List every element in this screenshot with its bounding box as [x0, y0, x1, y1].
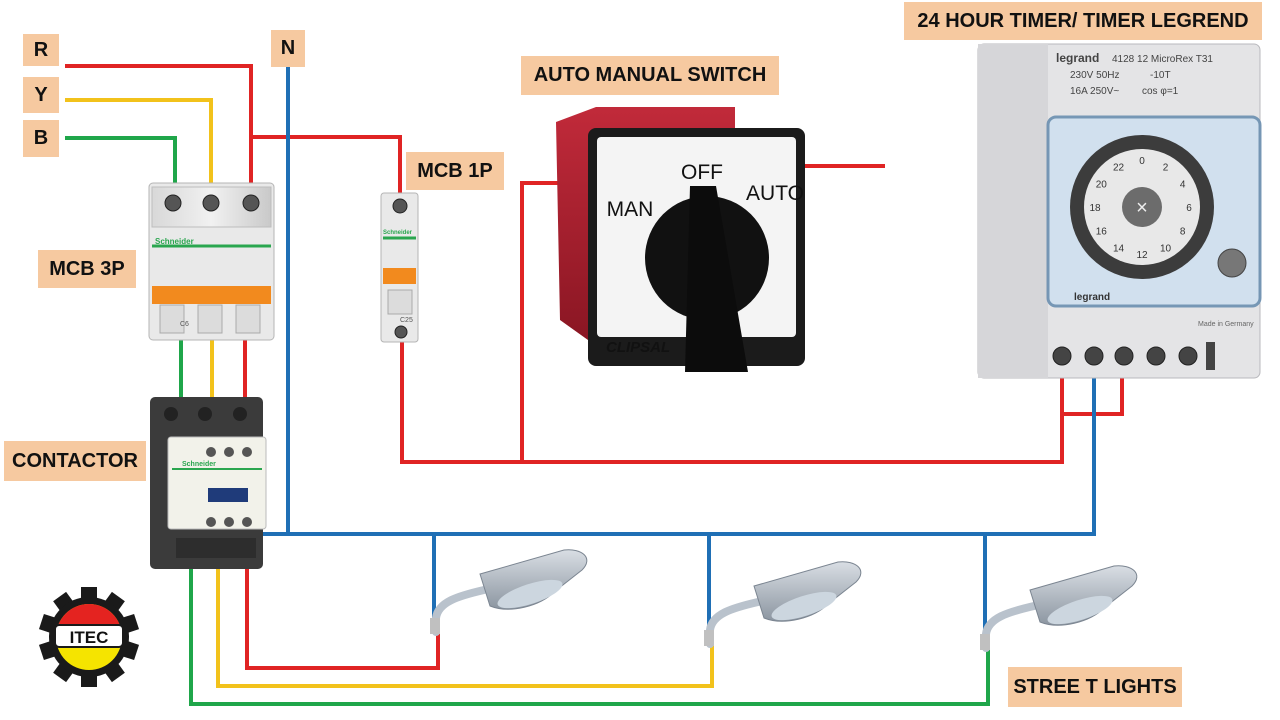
- mcb3p-terminal-3: [242, 194, 260, 212]
- timer-dial-number: 16: [1096, 227, 1108, 238]
- label-r: R: [23, 34, 59, 66]
- switch-label-auto: AUTO: [746, 182, 804, 205]
- timer-dial-number: 12: [1136, 250, 1148, 261]
- label-mcb-1p: MCB 1P: [406, 152, 504, 190]
- timer-dial-number: 10: [1160, 244, 1172, 255]
- timer-dial-number: 14: [1113, 244, 1125, 255]
- timer-dial-number: 8: [1180, 227, 1186, 238]
- wires-yellow: [65, 98, 714, 688]
- timer-made-in: Made in Germany: [1198, 321, 1254, 328]
- timer-brand-bottom: legrand: [1074, 292, 1110, 303]
- label-contactor: CONTACTOR: [4, 441, 146, 481]
- mcb-3p: Schneider C6: [148, 182, 275, 341]
- svg-text:×: ×: [1136, 197, 1148, 219]
- street-light-1: [430, 549, 588, 636]
- street-light-2: [704, 561, 862, 648]
- timer-spec-cos: cos φ=1: [1142, 86, 1179, 97]
- timer-override-knob[interactable]: [1217, 248, 1247, 278]
- contactor-brand: Schneider: [182, 461, 216, 468]
- label-auto-manual-switch: AUTO MANUAL SWITCH: [521, 56, 779, 95]
- mcb1p-brand: Schneider: [383, 230, 413, 236]
- timer-dial-number: 0: [1139, 156, 1145, 167]
- wire-contactor-lamp1: [245, 565, 440, 670]
- timer-dial-numbers: 0 24 6 8 10 12 14 16 18 20 22: [1089, 156, 1192, 261]
- mcb3p-terminal-1: [164, 194, 182, 212]
- contactor: Schneider: [150, 397, 267, 569]
- label-n: N: [271, 30, 305, 67]
- logo-gear-tooth: [103, 661, 125, 683]
- street-light-3: [980, 565, 1138, 652]
- logo-gear-tooth: [53, 661, 75, 683]
- timer-dial-number: 2: [1163, 162, 1169, 173]
- wire-y-phase: [65, 98, 213, 190]
- switch-label-man: MAN: [607, 198, 654, 221]
- timer-terminal-1: [1052, 346, 1072, 366]
- timer-terminal-5: [1178, 346, 1198, 366]
- timer-legrand: legrand 4128 12 MicroRex T31 230V 50Hz -…: [977, 43, 1262, 379]
- timer-dial-number: 20: [1096, 180, 1108, 191]
- switch-brand: CLIPSAL: [606, 339, 670, 356]
- mcb1p-terminal-top: [392, 198, 408, 214]
- wire-mcb1p-feed: [251, 135, 402, 196]
- wire-contactor-lamp3: [189, 565, 990, 706]
- label-timer: 24 HOUR TIMER/ TIMER LEGREND: [904, 2, 1262, 40]
- wire-mcb1p-out: [400, 342, 1064, 464]
- timer-spec-voltage: 230V 50Hz: [1070, 70, 1119, 81]
- timer-dial-number: 18: [1089, 203, 1101, 214]
- mcb1p-terminal-bottom: [394, 325, 408, 339]
- timer-terminal-4: [1146, 346, 1166, 366]
- wire-contactor-lamp2: [216, 565, 714, 688]
- mcb-1p: Schneider C25: [380, 192, 419, 343]
- timer-spec-range: -10T: [1150, 70, 1171, 81]
- timer-dial-number: 4: [1180, 180, 1186, 191]
- timer-brand: legrand: [1056, 51, 1099, 65]
- mcb3p-terminal-2: [202, 194, 220, 212]
- switch-knob-handle[interactable]: [685, 186, 748, 372]
- label-y: Y: [23, 77, 59, 113]
- wires-blue: [262, 66, 1096, 640]
- itec-logo: ITEC: [38, 587, 140, 687]
- switch-label-off: OFF: [681, 161, 723, 184]
- logo-text: ITEC: [70, 628, 109, 647]
- timer-terminal-3: [1114, 346, 1134, 366]
- logo-gear-tooth: [103, 591, 125, 613]
- label-street-lights: STREE T LIGHTS: [1008, 667, 1182, 707]
- mcb1p-rating: C25: [400, 317, 413, 324]
- mcb3p-rating: C6: [180, 321, 189, 328]
- timer-dial-number: 6: [1186, 203, 1192, 214]
- timer-model: 4128 12 MicroRex T31: [1112, 54, 1213, 65]
- wire-switch-in: [520, 181, 560, 462]
- wire-neutral-bus: [262, 376, 1096, 536]
- mcb3p-brand: Schneider: [155, 237, 194, 246]
- label-mcb-3p: MCB 3P: [38, 250, 136, 288]
- logo-gear-icon: [38, 587, 140, 687]
- timer-dial-number: 22: [1113, 162, 1125, 173]
- timer-terminal-2: [1084, 346, 1104, 366]
- wire-b-phase: [65, 136, 177, 190]
- wire-r-phase: [65, 64, 253, 190]
- auto-manual-switch: OFF MAN AUTO CLIPSAL: [556, 107, 805, 372]
- wires-red: [65, 64, 1124, 670]
- logo-gear-tooth: [53, 591, 75, 613]
- wire-timer-loop: [1062, 376, 1124, 416]
- timer-spec-current: 16A 250V~: [1070, 86, 1119, 97]
- wires-green: [65, 136, 990, 706]
- label-b: B: [23, 120, 59, 157]
